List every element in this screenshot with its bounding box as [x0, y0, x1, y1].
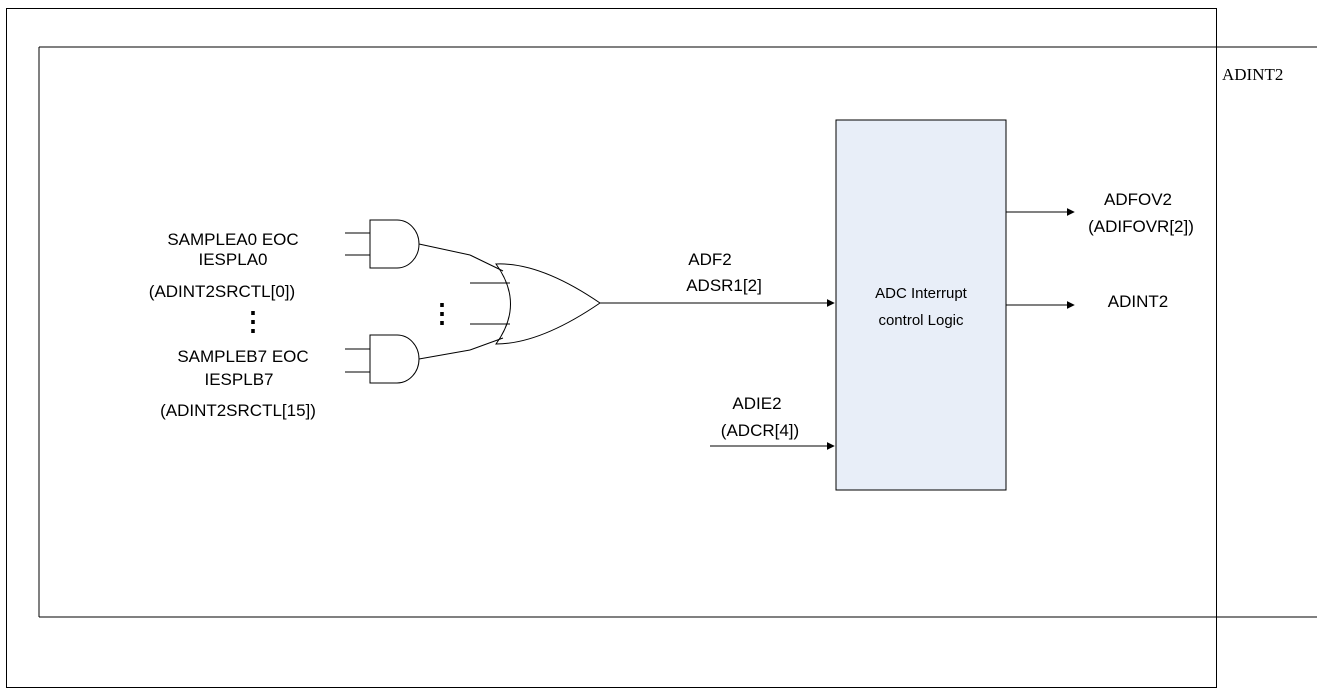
- input-b7-register: (ADINT2SRCTL[15]): [160, 401, 316, 420]
- adfov-label: ADFOV2: [1104, 190, 1172, 209]
- input-b7-name: SAMPLEB7 EOC: [177, 347, 308, 366]
- adf-label: ADF2: [688, 250, 731, 269]
- input-ellipsis: ⋮: [240, 306, 266, 336]
- input-a0-register: (ADINT2SRCTL[0]): [149, 282, 295, 301]
- adint-output-label: ADINT2: [1108, 292, 1168, 311]
- input-a0-name: SAMPLEA0 EOC: [167, 230, 298, 249]
- adc-interrupt-logic-block: [835, 119, 1007, 491]
- input-b7-enable: IESPLB7: [205, 370, 274, 389]
- adfov-register-label: (ADIFOVR[2]): [1088, 217, 1194, 236]
- adie-label: ADIE2: [732, 394, 781, 413]
- adie-register-label: (ADCR[4]): [721, 421, 799, 440]
- logic-block-label-1: ADC Interrupt: [875, 285, 968, 302]
- top-right-label: ADINT2: [1222, 65, 1283, 84]
- or-gate: ⋮: [418, 243, 601, 360]
- adf-register-label: ADSR1[2]: [686, 276, 762, 295]
- or-input-ellipsis: ⋮: [429, 298, 455, 328]
- and-gate-bottom: [345, 334, 420, 384]
- input-a0-enable: IESPLA0: [199, 250, 268, 269]
- and-gate-top: [345, 219, 420, 269]
- logic-block-label-2: control Logic: [878, 312, 964, 329]
